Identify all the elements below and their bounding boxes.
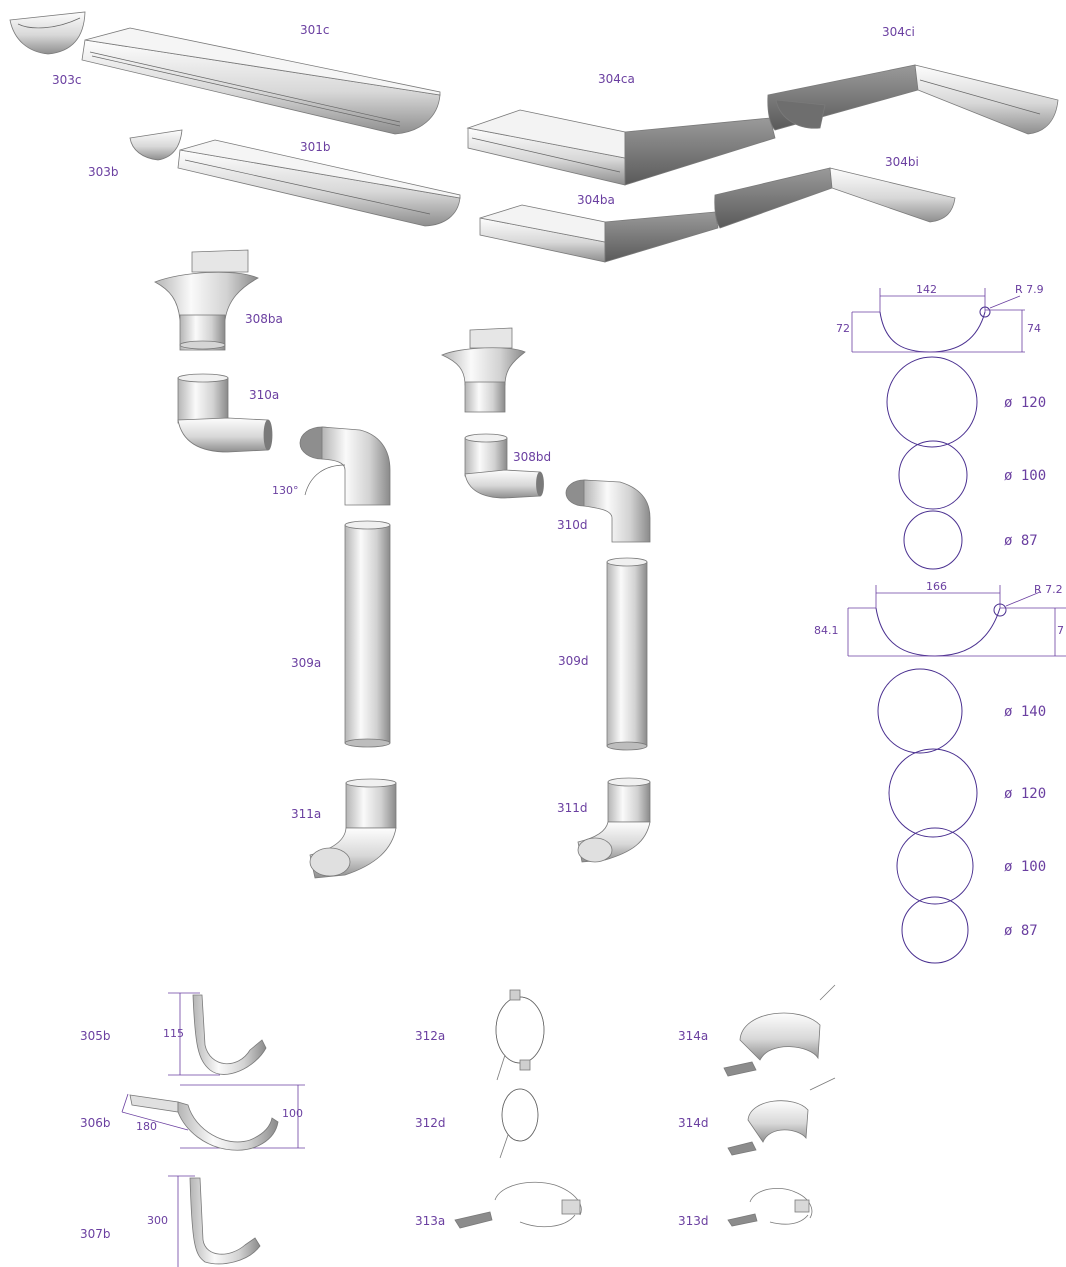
profile1-right-height: 74: [1027, 322, 1041, 335]
label-301b: 301b: [300, 140, 331, 154]
outlet-308bd: [441, 327, 526, 413]
label-312d: 312d: [415, 1116, 446, 1130]
outlet-308ba: [154, 249, 259, 351]
label-314d: 314d: [678, 1116, 709, 1130]
bracket-306b: [121, 1084, 305, 1151]
circle-d87-a: [903, 510, 963, 570]
profile2-left-height: 84.1: [814, 624, 839, 637]
gutter-301b: [177, 139, 461, 227]
circle-d100-b: [896, 827, 974, 905]
circle-d87-b: [901, 896, 969, 964]
elbow-130: [299, 426, 391, 506]
clip-313a: [454, 1181, 582, 1229]
diameter-label: ø 120: [1004, 786, 1046, 802]
clip-314a: [723, 984, 836, 1077]
label-304ca: 304ca: [598, 72, 635, 86]
circle-d120-b: [888, 748, 978, 838]
label-304bi: 304bi: [885, 155, 919, 169]
diameter-label: ø 140: [1004, 704, 1046, 720]
label-314a: 314a: [678, 1029, 708, 1043]
corner-304ci: [767, 64, 1059, 135]
clip-314d: [727, 1077, 836, 1156]
gutter-301c: [81, 27, 441, 135]
elbow-small: [565, 479, 651, 543]
label-311d: 311d: [557, 801, 588, 815]
bracket-305b-height: 115: [163, 1027, 184, 1040]
label-130-degrees: 130°: [272, 484, 299, 497]
end-cap-303b: [129, 129, 183, 161]
pipe-309d: [606, 557, 648, 751]
profile2-right-height: 7: [1057, 624, 1064, 637]
diameter-label: ø 87: [1004, 533, 1038, 549]
label-311a: 311a: [291, 807, 321, 821]
shoe-311d: [577, 777, 651, 863]
bracket-306b-length: 180: [136, 1120, 157, 1133]
label-309d: 309d: [558, 654, 589, 668]
label-313d: 313d: [678, 1214, 709, 1228]
label-303c: 303c: [52, 73, 82, 87]
profile1-radius: R 7.9: [1015, 283, 1044, 296]
profile1-width: 142: [916, 283, 937, 296]
label-304ci: 304ci: [882, 25, 915, 39]
corner-304ba: [479, 204, 719, 263]
profile2-width: 166: [926, 580, 947, 593]
clip-312a: [495, 989, 545, 1081]
circle-d120-a: [886, 356, 978, 448]
label-310a: 310a: [249, 388, 279, 402]
label-310d: 310d: [557, 518, 588, 532]
label-301c: 301c: [300, 23, 330, 37]
label-308ba: 308ba: [245, 312, 283, 326]
clip-313d: [727, 1187, 813, 1227]
label-304ba: 304ba: [577, 193, 615, 207]
diameter-label: ø 120: [1004, 395, 1046, 411]
clip-312d: [499, 1088, 539, 1159]
label-307b: 307b: [80, 1227, 111, 1241]
profile1-left-height: 72: [836, 322, 850, 335]
profile2-radius: R 7.2: [1034, 583, 1063, 596]
bracket-307b-height: 300: [147, 1214, 168, 1227]
bracket-305b: [168, 992, 267, 1076]
elbow-310a: [177, 373, 273, 453]
label-312a: 312a: [415, 1029, 445, 1043]
corner-304bi: [714, 167, 956, 229]
label-303b: 303b: [88, 165, 119, 179]
diameter-label: ø 100: [1004, 468, 1046, 484]
label-305b: 305b: [80, 1029, 111, 1043]
gutter-profile-142: [851, 288, 1025, 353]
bracket-307b: [168, 1175, 261, 1267]
pipe-309a: [344, 520, 391, 748]
corner-304ca: [466, 109, 776, 186]
end-cap-303c: [9, 11, 86, 55]
circle-d140: [877, 668, 963, 754]
shoe-311a: [309, 778, 397, 879]
label-309a: 309a: [291, 656, 321, 670]
diameter-label: ø 100: [1004, 859, 1046, 875]
label-308bd: 308bd: [513, 450, 551, 464]
bracket-306b-height: 100: [282, 1107, 303, 1120]
circle-d100-a: [898, 440, 968, 510]
label-306b: 306b: [80, 1116, 111, 1130]
diameter-label: ø 87: [1004, 923, 1038, 939]
elbow-310d: [464, 433, 544, 499]
label-313a: 313a: [415, 1214, 445, 1228]
gutter-profile-166: [847, 585, 1066, 657]
